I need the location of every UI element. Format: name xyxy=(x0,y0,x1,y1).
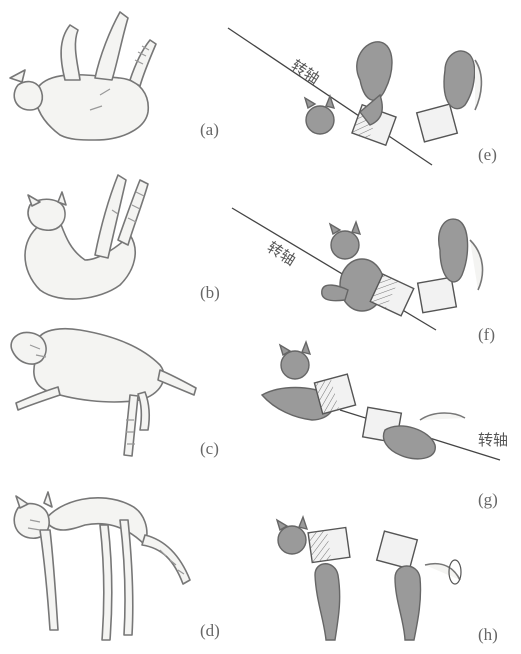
panel-b: (b) xyxy=(25,175,220,302)
cat-schematic-e xyxy=(305,42,481,145)
axis-label-f: 转轴 xyxy=(264,238,299,269)
panel-g: 转轴 (g) xyxy=(262,342,508,509)
panel-label-a: (a) xyxy=(200,120,219,139)
panel-h: (h) xyxy=(277,517,498,644)
panel-a: (a) xyxy=(10,12,219,140)
panel-label-c: (c) xyxy=(200,439,219,458)
panel-label-e: (e) xyxy=(478,145,497,164)
panel-label-f: (f) xyxy=(478,325,495,344)
cat-drawing-a xyxy=(10,12,156,140)
panel-label-h: (h) xyxy=(478,625,498,644)
panel-label-g: (g) xyxy=(478,490,498,509)
cat-schematic-h xyxy=(277,517,461,640)
cat-schematic-g xyxy=(262,342,465,459)
cat-drawing-d xyxy=(14,492,190,640)
cat-drawing-b xyxy=(25,175,148,299)
panel-c: (c) xyxy=(11,329,219,458)
axis-label-g: 转轴 xyxy=(478,431,508,449)
axis-label-e: 转轴 xyxy=(288,56,323,87)
panel-f: 转轴 (f) xyxy=(232,208,495,344)
cat-schematic-f xyxy=(322,219,483,316)
cat-drawing-c xyxy=(11,329,196,456)
panel-label-d: (d) xyxy=(200,621,220,640)
panel-e: 转轴 (e) xyxy=(228,28,497,165)
panel-d: (d) xyxy=(14,492,220,640)
panel-label-b: (b) xyxy=(200,283,220,302)
